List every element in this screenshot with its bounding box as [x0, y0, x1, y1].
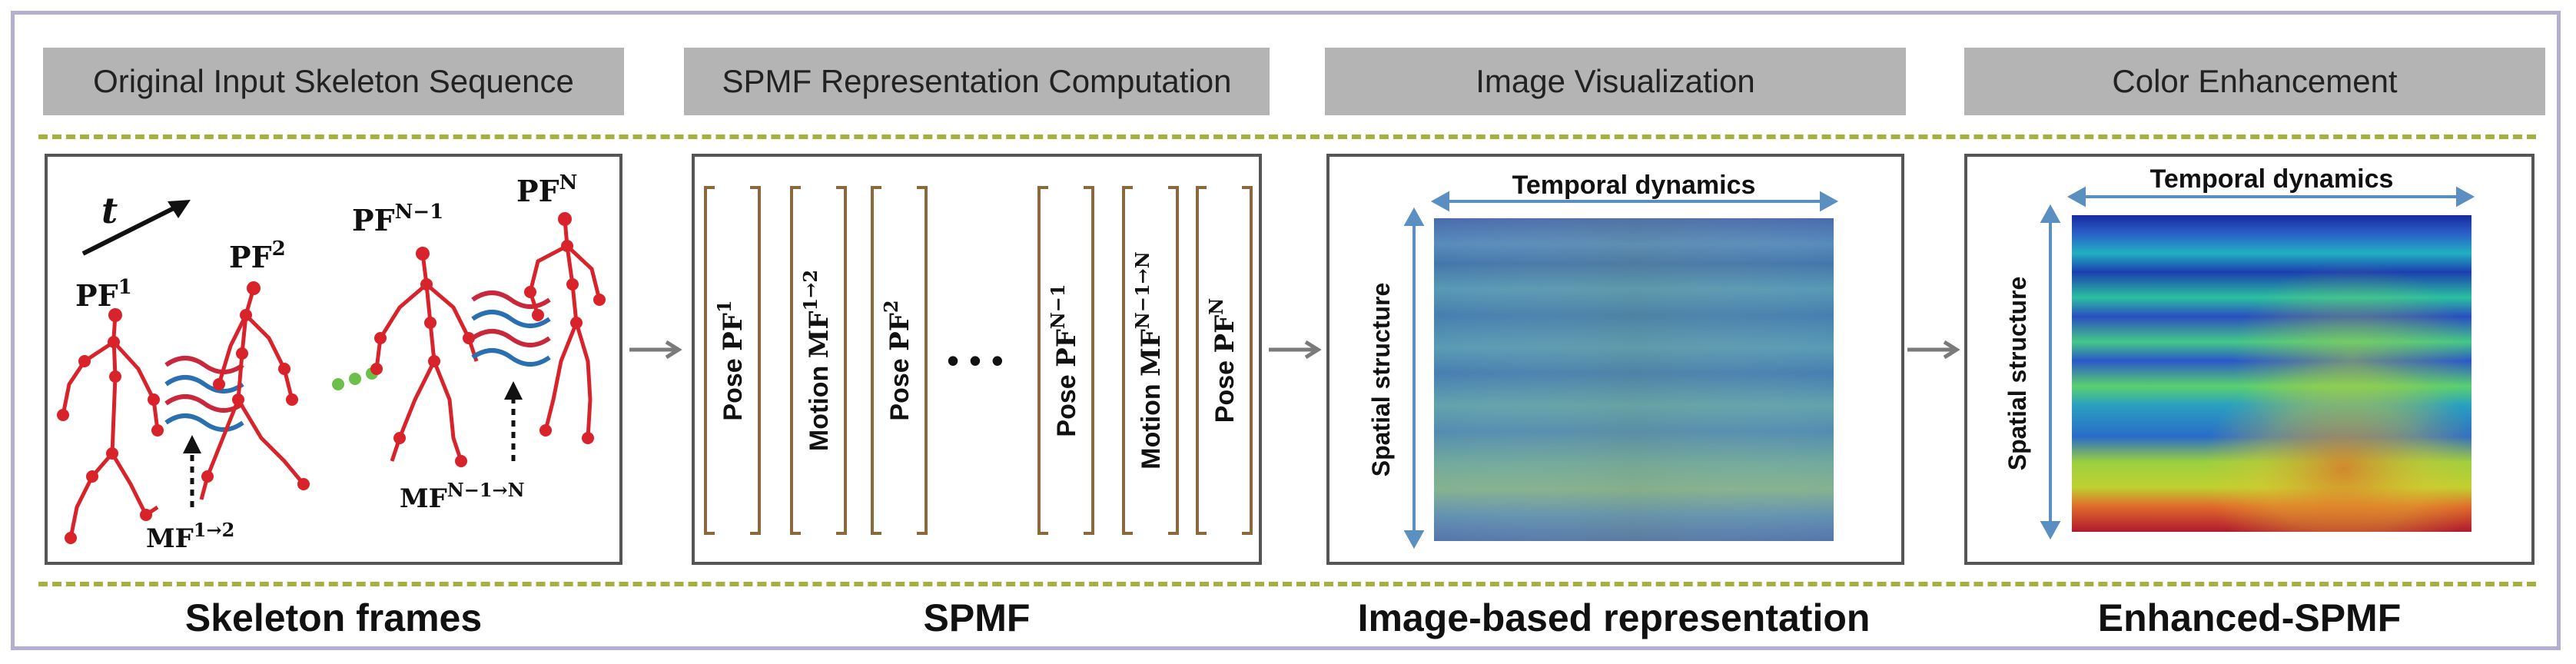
enhanced-spmf-heatmap: [2072, 215, 2471, 532]
motion-waves-1: [164, 356, 244, 432]
flow-arrow-1: [629, 340, 682, 360]
spmf-bracket-left: [704, 186, 715, 535]
temporal-axis-arrow: [1430, 191, 1839, 212]
motion-pointer-arrow-n: [504, 381, 523, 461]
spmf-bracket-right: [1168, 186, 1179, 535]
spmf-bracket-right: [1084, 186, 1094, 535]
skeleton-figure-n: [528, 218, 602, 439]
label-mf-first: MF1→2: [146, 519, 234, 554]
bottom-separator: [38, 582, 2536, 586]
stage-header-image: Image Visualization: [1325, 48, 1906, 115]
spmf-block-label: Pose PFN: [1205, 298, 1240, 423]
skeleton-figure-2: [199, 287, 305, 500]
continuation-dots: [332, 367, 378, 390]
skeleton-figure-n-minus-1: [374, 253, 479, 462]
spmf-block-5: Motion MFN−1→N: [1122, 186, 1179, 535]
spatial-axis-arrow-enhanced: [2040, 204, 2061, 540]
spmf-block-label: Motion MF1→2: [799, 270, 835, 451]
skeleton-joints-n-minus-1: [370, 247, 475, 467]
skeleton-joints-1: [57, 308, 164, 544]
spmf-block-label: Pose PF2: [880, 300, 915, 420]
caption-spmf: SPMF: [923, 596, 1031, 639]
spmf-bracket-right: [836, 186, 847, 535]
label-pf-2: PF2: [229, 237, 286, 274]
motion-pointer-arrow-1: [183, 435, 201, 507]
spatial-label-enhanced: Spatial structure: [2003, 277, 2031, 471]
spmf-block-2: Motion MF1→2: [790, 186, 847, 535]
spmf-block-label: Pose PF1: [713, 300, 749, 420]
flow-arrow-3: [1907, 340, 1960, 360]
stage-header-enhancement: Color Enhancement: [1964, 48, 2545, 115]
flow-arrow-2: [1269, 340, 1322, 360]
spmf-bracket-right: [1242, 186, 1253, 535]
spmf-block-4: Pose PFN−1: [1037, 186, 1094, 535]
spatial-label-image: Spatial structure: [1367, 283, 1395, 477]
spmf-block-label: Motion MFN−1→N: [1131, 251, 1167, 469]
temporal-label-enhanced: Temporal dynamics: [2150, 164, 2394, 194]
caption-enhanced: Enhanced-SPMF: [2097, 596, 2402, 639]
spmf-bracket-left: [871, 186, 881, 535]
spmf-brackets: Pose PF1 Motion MF1→2 Pose PF2 Pose PFN−1 Mo…: [704, 186, 1253, 535]
label-pf-n: PFN: [516, 171, 577, 208]
spmf-block-3: Pose PF2: [871, 186, 928, 535]
time-symbol: t: [101, 190, 118, 231]
spmf-bracket-right: [750, 186, 761, 535]
label-pf-n-minus-1: PFN−1: [352, 201, 443, 237]
top-separator: [38, 134, 2536, 139]
stage-header-skeleton: Original Input Skeleton Sequence: [43, 48, 624, 115]
spmf-image-heatmap: [1434, 218, 1834, 541]
spmf-bracket-left: [1122, 186, 1133, 535]
skeleton-joints-2: [201, 281, 310, 490]
spmf-bracket-left: [790, 186, 801, 535]
spmf-panel: [692, 154, 1262, 565]
temporal-label-image: Temporal dynamics: [1512, 171, 1756, 200]
label-mf-last: MFN−1→N: [400, 479, 525, 514]
spmf-bracket-left: [1196, 186, 1207, 535]
spmf-block-1: Pose PF1: [704, 186, 761, 535]
spmf-block-label: Pose PFN−1: [1047, 284, 1082, 437]
time-arrow-icon: [81, 200, 191, 256]
spmf-bracket-right: [917, 186, 928, 535]
spmf-ellipsis: • • •: [947, 340, 1004, 380]
skeleton-figure-1: [61, 314, 160, 539]
skeleton-joints-n: [524, 212, 606, 444]
label-pf-1: PF1: [75, 276, 132, 313]
caption-image: Image-based representation: [1357, 596, 1871, 639]
motion-waves-n: [471, 290, 551, 367]
stage-header-spmf: SPMF Representation Computation: [684, 48, 1270, 115]
caption-skeleton: Skeleton frames: [184, 596, 483, 639]
spatial-axis-arrow: [1403, 207, 1425, 549]
temporal-axis-arrow-enhanced: [2066, 186, 2475, 208]
spmf-bracket-left: [1037, 186, 1048, 535]
spmf-block-6: Pose PFN: [1196, 186, 1253, 535]
